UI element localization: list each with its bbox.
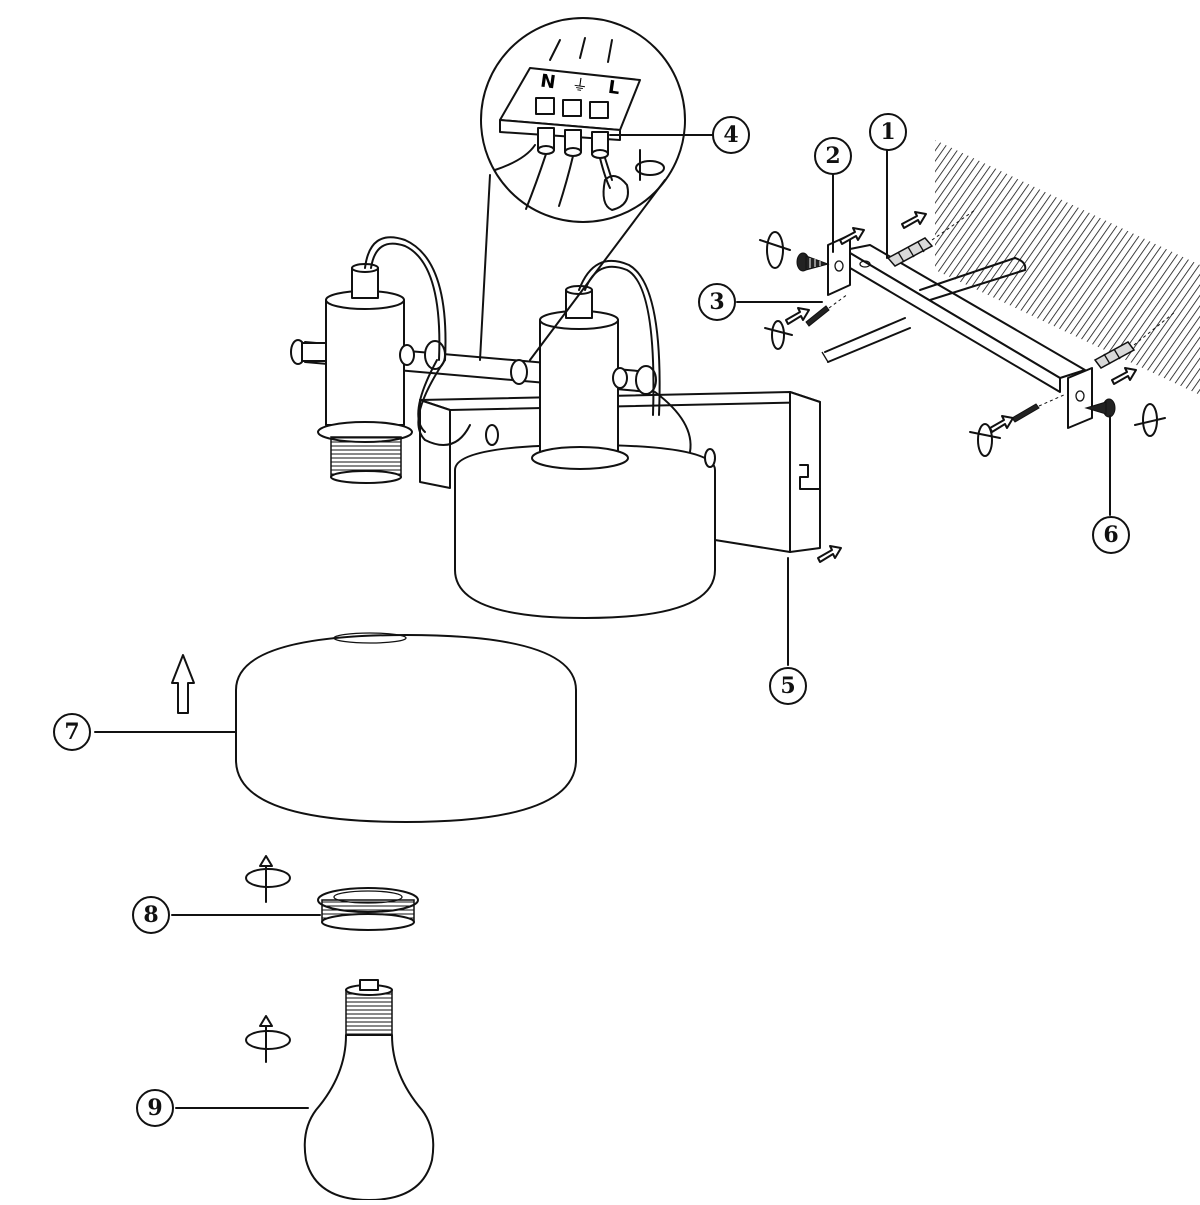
screw-upper [796,252,830,272]
callout-6: 6 [1092,516,1130,554]
wall-hatching [935,140,1200,395]
shade-ring [317,887,419,931]
callout-5-label: 5 [780,673,795,699]
terminal-label-earth: ⏚ [571,74,590,95]
callout-2-label: 2 [825,143,840,169]
callout-6-label: 6 [1103,522,1118,548]
socket-right [510,285,716,470]
mounting-bracket [827,234,1093,429]
leader-lines [94,134,1111,1109]
socket-left [290,263,446,484]
callout-8-label: 8 [143,902,158,928]
supply-cable [821,317,911,363]
callout-1: 1 [869,113,907,151]
rotate-arrow-icon [759,231,1166,457]
callout-4-label: 4 [723,122,738,148]
screw-lower [1084,398,1116,418]
socket-cables [364,236,692,453]
callout-5: 5 [769,667,807,705]
loose-shade [235,632,577,823]
up-arrow-icon [171,654,195,714]
callout-9: 9 [136,1089,174,1127]
terminal-label-l: L [607,77,621,99]
rotate-arrow-icon-ring [245,855,291,903]
callout-2: 2 [814,137,852,175]
light-bulb [303,979,435,1201]
callout-3-label: 3 [709,289,724,315]
callout-4: 4 [712,116,750,154]
screw-small-left [805,293,849,327]
callout-8: 8 [132,896,170,934]
direction-arrows-icon [785,211,1137,563]
wall-plug-upper [886,209,976,267]
callout-7: 7 [53,713,91,751]
callout-9-label: 9 [147,1095,162,1121]
terminal-detail: N ⏚ L [479,17,686,361]
screw-small-right [1011,393,1067,423]
wall-plug-lower [1093,311,1176,369]
callout-7-label: 7 [64,719,79,745]
mounted-shade [454,444,716,619]
rotate-arrow-icon-bulb [245,1015,291,1063]
terminal-label-n: N [539,71,557,94]
callout-1-label: 1 [880,119,895,145]
callout-3: 3 [698,283,736,321]
